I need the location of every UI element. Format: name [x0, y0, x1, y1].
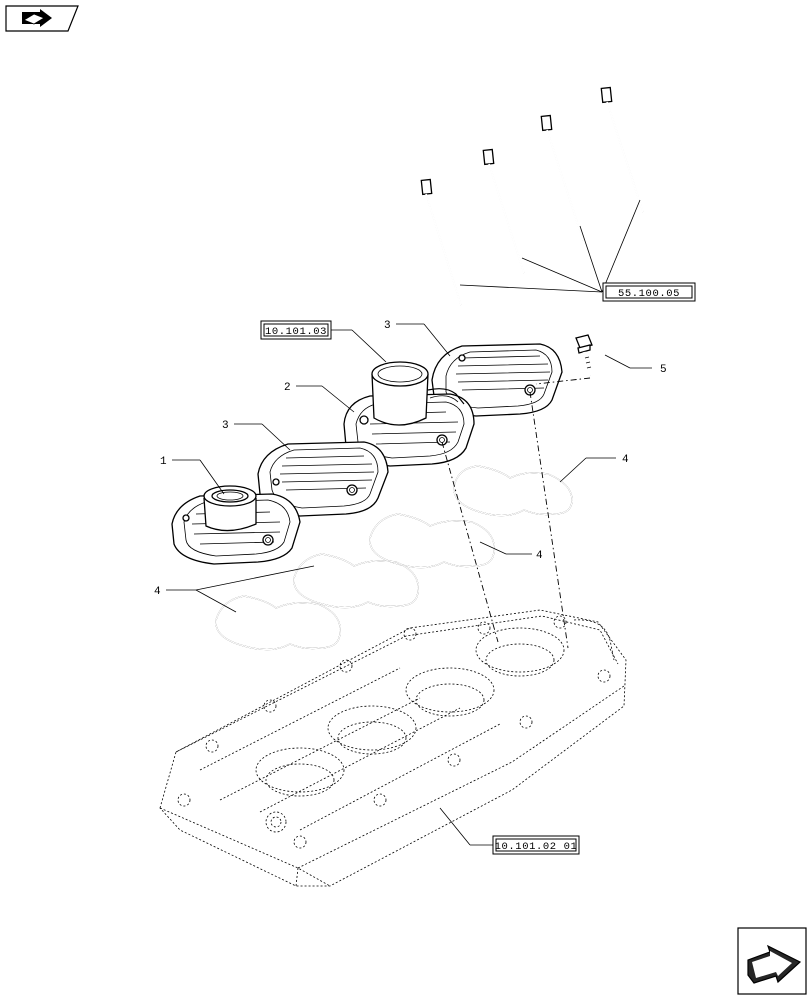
- bolt: [575, 334, 652, 377]
- gasket-b: [369, 513, 495, 569]
- cylinder-head: [159, 609, 627, 887]
- gaskets: [215, 465, 573, 651]
- cover-1-with-boss: [171, 485, 301, 565]
- callout-leaders: [166, 323, 616, 613]
- callout-4-left: 4: [154, 586, 161, 598]
- ref-box-injectors[interactable]: 55.100.05: [602, 282, 696, 302]
- callout-2: 2: [284, 382, 291, 394]
- bolt-axis-line: [535, 377, 591, 385]
- callout-1: 1: [160, 456, 167, 468]
- injector-1: [420, 178, 462, 306]
- ref-box-head[interactable]: 10.101.02 01: [439, 807, 580, 855]
- callout-5: 5: [660, 364, 667, 376]
- cover-3-top: [431, 343, 563, 417]
- book-arrow-icon[interactable]: [5, 5, 79, 32]
- callout-3-left: 3: [222, 420, 229, 432]
- injector-pins: [420, 86, 644, 306]
- injector-leaders: [459, 199, 641, 293]
- ref-head-label: 10.101.02 01: [495, 841, 578, 853]
- next-page-arrow-icon[interactable]: [737, 927, 807, 995]
- injector-4: [600, 86, 644, 213]
- callout-4-middle: 4: [536, 550, 543, 562]
- ref-box-cover[interactable]: 10.101.03: [260, 320, 387, 363]
- injector-2: [482, 148, 525, 274]
- gasket-a: [453, 465, 573, 517]
- gasket-d: [215, 595, 341, 651]
- gasket-c: [293, 553, 419, 609]
- callout-3-top: 3: [384, 320, 391, 332]
- callout-4-right: 4: [622, 454, 629, 466]
- injector-3: [540, 114, 584, 241]
- ref-cover-label: 10.101.03: [265, 326, 327, 338]
- ref-injectors-label: 55.100.05: [618, 288, 680, 300]
- alignment-lines: [441, 391, 569, 649]
